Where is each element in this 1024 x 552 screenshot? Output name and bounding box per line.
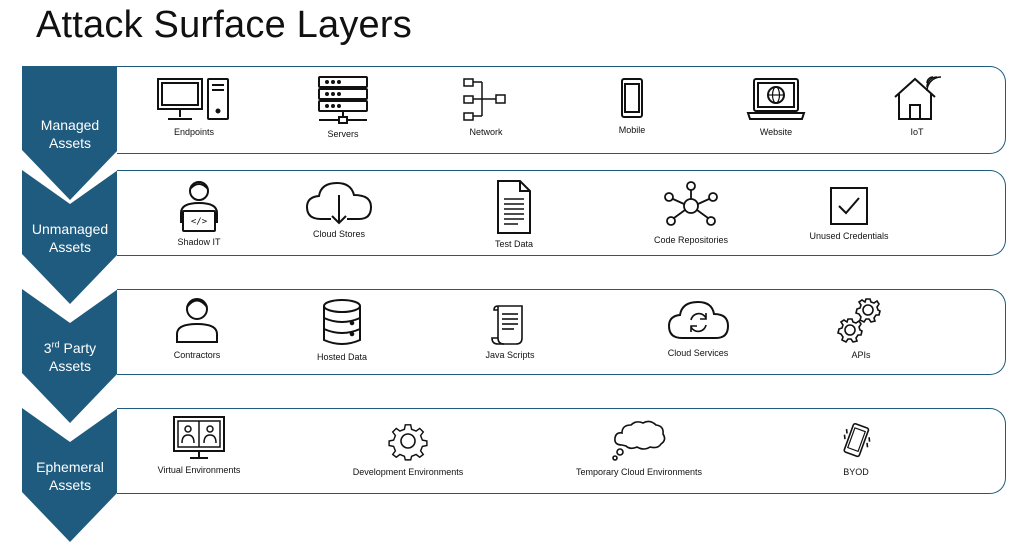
item-cloud-stores: Cloud Stores (264, 179, 414, 239)
item-unused-credentials: Unused Credentials (774, 185, 924, 241)
item-label: Shadow IT (177, 237, 221, 247)
thought-cloud-icon (612, 420, 666, 461)
chevron-shape (22, 408, 118, 542)
layer-label-line1: Unmanaged (31, 221, 109, 237)
item-label: Mobile (618, 125, 646, 135)
laptop-globe-icon (746, 78, 806, 120)
layer-ephemeral-assets: Ephemeral Assets Virtual Environments De… (0, 408, 1024, 544)
layer-label-line2: Assets (48, 358, 91, 374)
layer-label-line1: 3rd Party (44, 340, 96, 356)
item-label: APIs (851, 350, 871, 360)
item-label: Cloud Stores (312, 229, 366, 239)
layer-panel: Virtual Environments Development Environ… (117, 408, 1006, 494)
hub-nodes-icon (664, 181, 718, 226)
item-label: Network (469, 127, 503, 137)
chevron-shape (22, 289, 118, 423)
item-endpoints: Endpoints (119, 77, 269, 137)
item-hosted-data: Hosted Data (267, 298, 417, 362)
layer-panel: </> Shadow IT Cloud Stores Test Data (117, 170, 1006, 256)
video-conference-icon (173, 416, 225, 459)
item-website: Website (701, 77, 851, 137)
desktop-computer-icon (157, 78, 229, 120)
item-apis: APIs (786, 296, 936, 360)
layer-label-word: Party (59, 340, 97, 356)
item-network: Network (411, 77, 561, 137)
item-label: Unused Credentials (809, 231, 889, 241)
layer-label-number: 3 (43, 340, 52, 356)
layer-unmanaged-assets: Unmanaged Assets </> Shadow IT Cloud Sto… (0, 170, 1024, 306)
item-mobile: Mobile (557, 77, 707, 135)
item-label: Contractors (173, 350, 221, 360)
server-rack-icon (318, 76, 368, 124)
layer-label-line2: Assets (48, 135, 91, 151)
item-code-repositories: Code Repositories (616, 181, 766, 245)
network-tree-icon (463, 78, 506, 121)
item-virtual-environments: Virtual Environments (124, 415, 274, 475)
item-label: Temporary Cloud Environments (575, 467, 703, 477)
person-laptop-icon: </> (180, 181, 218, 232)
layer-label-line1: Managed (40, 117, 100, 133)
item-temporary-cloud-environments: Temporary Cloud Environments (564, 417, 714, 477)
item-label: Test Data (494, 239, 534, 249)
item-development-environments: Development Environments (333, 419, 483, 477)
item-label: BYOD (843, 467, 869, 477)
item-label: Code Repositories (653, 235, 729, 245)
layer-label: Ephemeral Assets (22, 458, 118, 494)
layer-label-line1: Ephemeral (36, 459, 104, 475)
item-label: Endpoints (173, 127, 215, 137)
item-label: Virtual Environments (157, 465, 241, 475)
item-servers: Servers (268, 75, 418, 139)
item-shadow-it: </> Shadow IT (124, 179, 274, 247)
page-title: Attack Surface Layers (36, 4, 412, 46)
item-test-data: Test Data (439, 179, 589, 249)
database-icon (323, 299, 361, 345)
chevron-shape (22, 170, 118, 304)
item-cloud-services: Cloud Services (623, 298, 773, 358)
item-label: Development Environments (352, 467, 464, 477)
layer-label-line2: Assets (48, 239, 91, 255)
item-byod: BYOD (781, 419, 931, 477)
item-label: IoT (910, 127, 924, 137)
item-label: Cloud Services (667, 348, 729, 358)
item-label: Hosted Data (316, 352, 368, 362)
cloud-sync-icon (667, 300, 730, 339)
item-contractors: Contractors (122, 296, 272, 360)
layer-managed-assets: Managed Assets Endpoints Servers (0, 66, 1024, 202)
item-java-scripts: Java Scripts (435, 302, 585, 360)
item-label: Servers (327, 129, 359, 139)
layer-label-line2: Assets (48, 477, 91, 493)
layer-label-sup: rd (51, 339, 60, 350)
layer-panel: Endpoints Servers Network Mob (117, 66, 1006, 154)
script-scroll-icon (491, 305, 523, 345)
mobile-phone-icon (621, 78, 643, 118)
cloud-download-icon (305, 181, 373, 225)
layer-third-party-assets: 3rd Party Assets Contractors Hosted Data (0, 289, 1024, 425)
document-icon (497, 180, 531, 234)
item-iot: IoT (842, 73, 992, 137)
layer-label: Managed Assets (22, 116, 118, 152)
smart-home-icon (894, 76, 942, 120)
item-label: Website (759, 127, 793, 137)
gears-icon (837, 298, 881, 344)
item-label: Java Scripts (485, 350, 535, 360)
layer-label: Unmanaged Assets (22, 220, 118, 256)
person-icon (176, 298, 218, 343)
layer-label: 3rd Party Assets (22, 339, 118, 375)
checkbox-icon (830, 187, 868, 225)
gear-icon (388, 424, 428, 461)
layer-panel: Contractors Hosted Data Java Scripts (117, 289, 1006, 375)
vibrating-phone-icon (843, 422, 871, 458)
svg-text:</>: </> (191, 217, 208, 227)
chevron-shape (22, 66, 118, 200)
